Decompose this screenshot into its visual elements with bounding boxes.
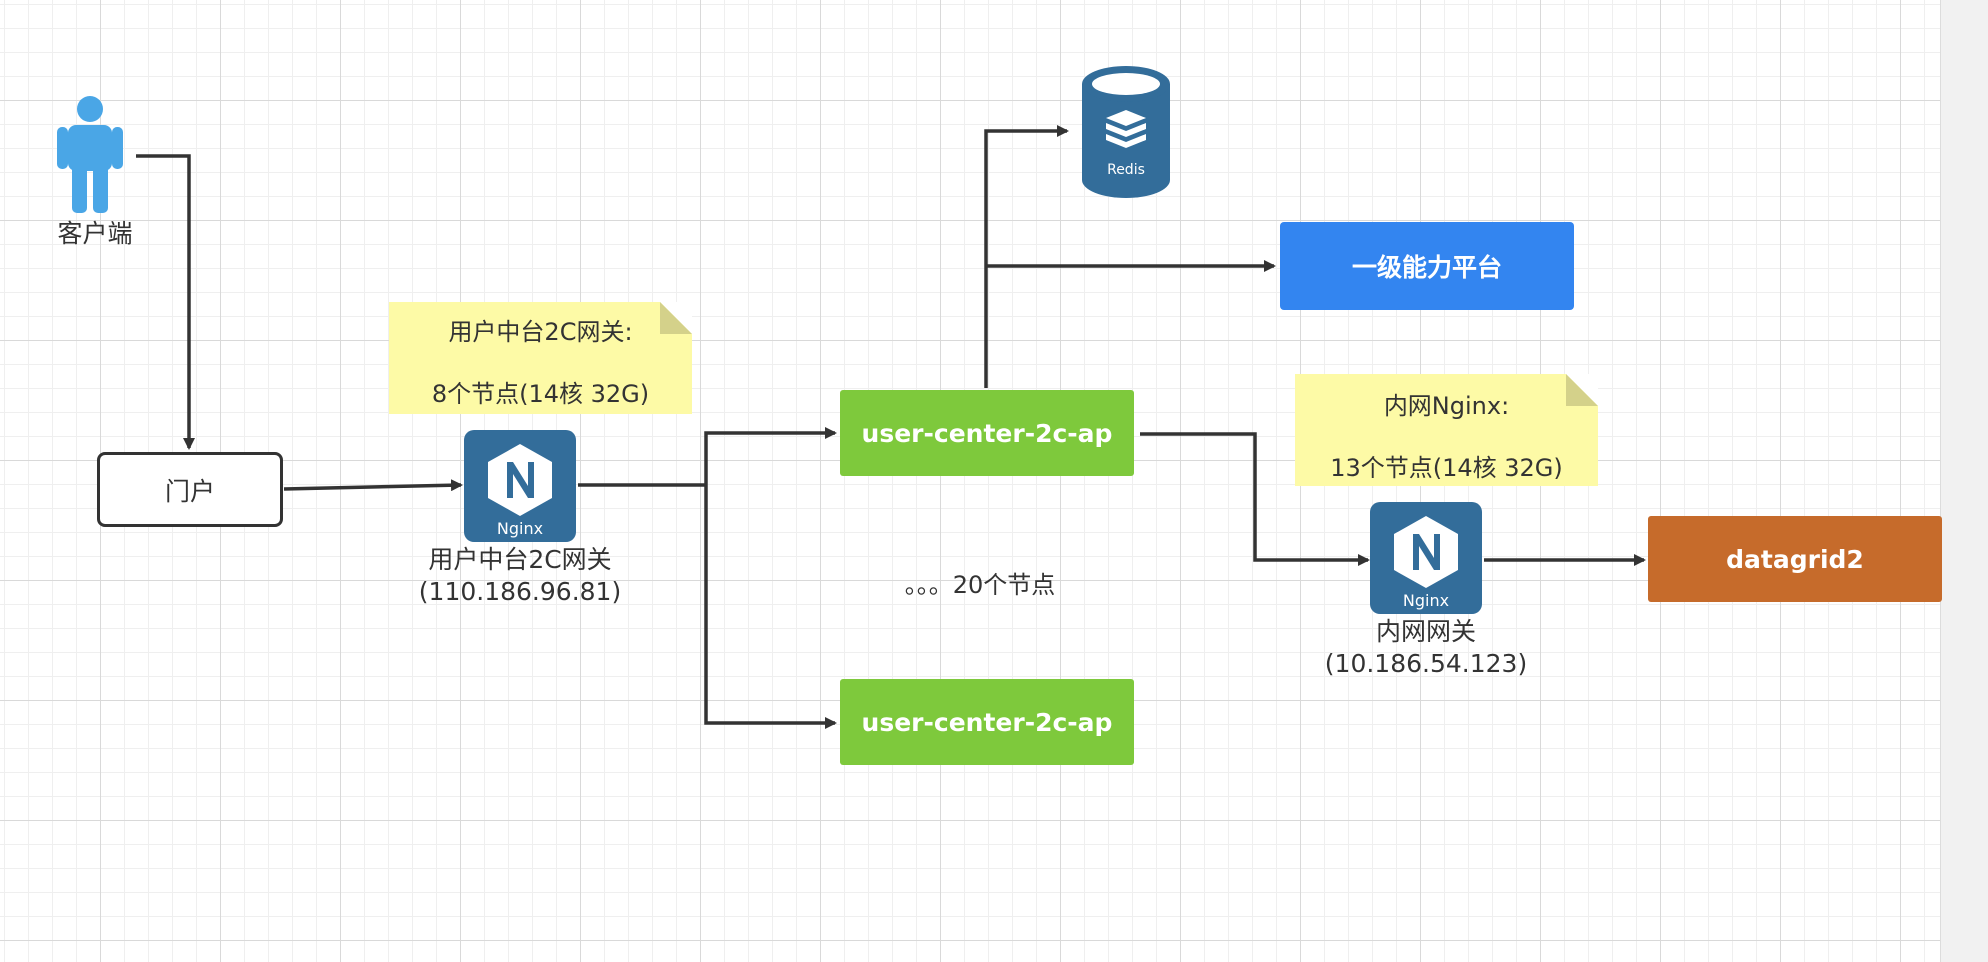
nginx-icon[interactable]: Nginx — [464, 430, 576, 542]
internal-nginx-note: 内网Nginx: 13个节点(14核 32G) — [1295, 374, 1598, 486]
app-node-1[interactable]: user-center-2c-ap — [840, 390, 1134, 476]
connector-layer — [136, 125, 1646, 729]
person-icon — [57, 96, 123, 213]
portal-node[interactable]: 门户 — [97, 452, 283, 527]
vertical-scrollbar[interactable] — [1940, 0, 1988, 962]
diagram-canvas — [0, 0, 1940, 962]
gateway-ip: (110.186.96.81) — [418, 577, 622, 606]
internal-gateway-name: 内网网关 — [1375, 617, 1476, 646]
edge-portal-to-gateway — [283, 479, 463, 492]
edge-app-to-redis — [984, 125, 1069, 388]
internal-note-title: 内网Nginx: — [1383, 392, 1510, 420]
app-node-2[interactable]: user-center-2c-ap — [840, 679, 1134, 765]
internal-gateway-ip: (10.186.54.123) — [1324, 649, 1528, 678]
edge-gateway-to-app-node-1 — [704, 427, 837, 485]
edge-gateway-to-app-node-2 — [704, 485, 837, 729]
internal-note-spec: 13个节点(14核 32G) — [1330, 454, 1563, 482]
datagrid-node[interactable]: datagrid2 — [1648, 516, 1942, 602]
redis-icon-caption: Redis — [1107, 162, 1145, 178]
client-label: 客户端 — [57, 219, 133, 248]
internal-nginx-icon[interactable]: Nginx — [1370, 502, 1482, 614]
internal-gateway-icon-caption: Nginx — [1403, 591, 1449, 610]
gateway-note-spec: 8个节点(14核 32G) — [431, 380, 650, 408]
gateway-name: 用户中台2C网关 — [428, 545, 612, 574]
edge-client-to-portal — [136, 154, 195, 450]
platform-node[interactable]: 一级能力平台 — [1280, 222, 1574, 310]
redis-icon[interactable]: Redis — [1082, 66, 1170, 198]
app-node-count: 。。。20个节点 — [904, 571, 1056, 599]
gateway-icon-caption: Nginx — [497, 519, 543, 538]
gateway-note-title: 用户中台2C网关: — [448, 318, 633, 346]
gateway-note: 用户中台2C网关: 8个节点(14核 32G) — [389, 302, 692, 414]
edge-app-to-internal-gateway — [1140, 432, 1370, 566]
